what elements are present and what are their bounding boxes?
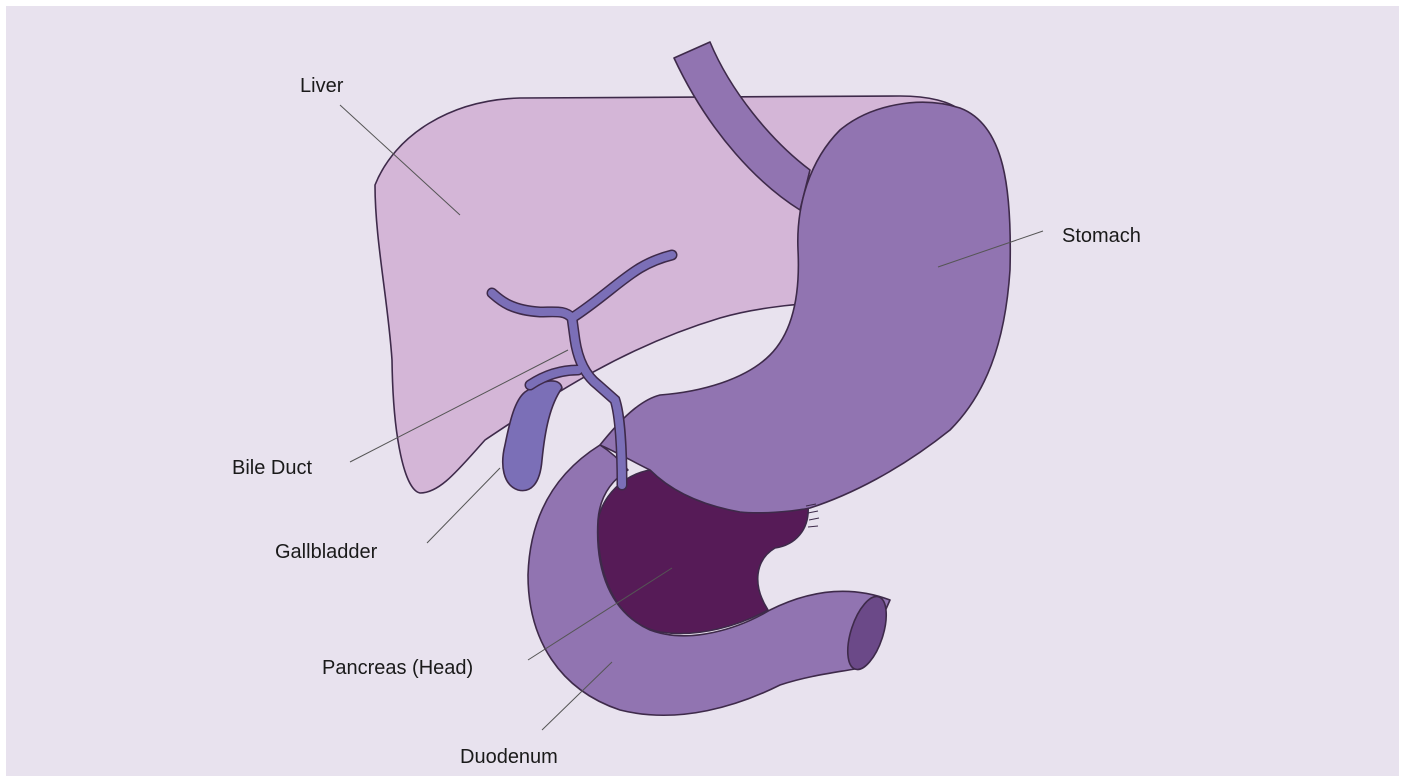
stomach-label: Stomach bbox=[1062, 225, 1141, 247]
pancreas-label: Pancreas (Head) bbox=[322, 657, 473, 679]
duodenum-label: Duodenum bbox=[460, 746, 558, 768]
bile-duct-label: Bile Duct bbox=[232, 457, 312, 479]
liver-label: Liver bbox=[300, 75, 344, 97]
gallbladder-label: Gallbladder bbox=[275, 541, 378, 563]
